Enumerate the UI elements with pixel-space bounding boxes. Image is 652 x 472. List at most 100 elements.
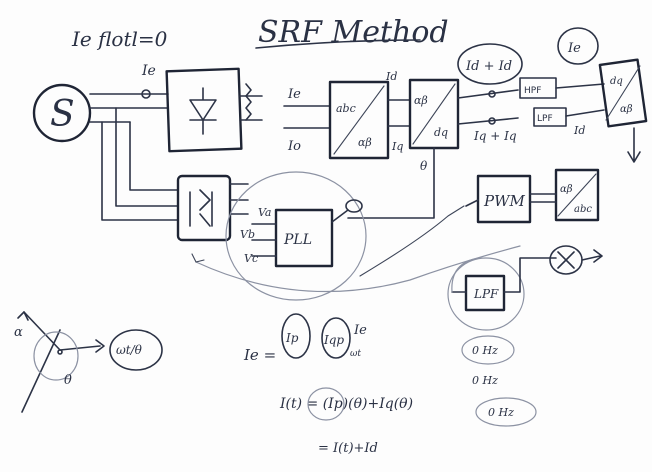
label-id-ref: Id: [573, 124, 585, 137]
wt-bubble: [109, 329, 163, 371]
rectifier-output: [239, 95, 263, 121]
dq-ab-top: dq: [610, 76, 623, 87]
ab-label: αβ: [358, 136, 372, 149]
abc-ab-divider: [333, 85, 385, 155]
note-top: Ie flotl=0: [71, 27, 168, 51]
label-iq-sum: Iq + Iq: [473, 129, 517, 143]
freq-note-2: 0 Hz: [472, 374, 498, 387]
node-iq: [488, 117, 496, 125]
eq1-bubble-a: [281, 313, 311, 359]
pwm-out: [465, 199, 479, 207]
feed-lines: [101, 107, 179, 221]
lpf-loop-bubble: [447, 257, 525, 331]
ab-outputs: [387, 99, 411, 127]
ab-abc-divider: [557, 173, 597, 217]
multiplier-cross: [557, 251, 575, 269]
ab-abc-top: αβ: [560, 184, 573, 195]
abc-ab-block: [328, 80, 390, 160]
inverter-block: [176, 174, 232, 242]
lpf-block: [533, 107, 567, 127]
pwm-block: [476, 174, 532, 224]
ab-dq-divider: [412, 83, 456, 145]
pwm-link: [359, 205, 465, 277]
freq-note-1: 0 Hz: [472, 344, 498, 357]
axis-arrow-right: [95, 339, 105, 353]
dq-ab-block: [598, 58, 648, 128]
lpf-loop-label: LPF: [473, 287, 499, 301]
ab-abc-block: [554, 168, 600, 222]
input-ie: Ie: [287, 87, 301, 102]
ab-dq-top: αβ: [414, 94, 428, 107]
pll-va: Va: [258, 206, 272, 219]
title-underline: [255, 39, 421, 49]
filter-outputs: [555, 83, 605, 117]
source-circle: [32, 83, 92, 143]
eq1-a: Ip: [285, 331, 299, 345]
lpf-loop-block: [464, 274, 506, 312]
theta-line: [347, 147, 435, 219]
rectifier-block: [165, 67, 243, 153]
ab-abc-bottom: abc: [574, 204, 592, 215]
pll-bubble: [225, 171, 367, 301]
eq1-note: ωt: [350, 349, 361, 359]
label-id-sum: Id + Id: [465, 59, 512, 74]
eq2: I(t) = (Ip)(θ)+Iq(θ): [279, 396, 413, 412]
eq3: = I(t)+Id: [318, 441, 378, 456]
lpf-loop-lines: [451, 257, 557, 293]
hpf-label: HPF: [524, 86, 541, 96]
label-ie-top: Ie: [141, 63, 156, 79]
pll-inputs: [251, 223, 277, 257]
pll-out: [331, 209, 349, 223]
label-ib: Iq: [391, 140, 403, 153]
eq1-bubble-b: [321, 317, 351, 359]
freq-bubble-3: [475, 397, 537, 427]
pll-vb: Vb: [240, 228, 255, 241]
pwm-label: PWM: [483, 192, 526, 210]
diode-icon: [189, 87, 217, 135]
dq-ab-divider: [605, 65, 641, 121]
axes-bubble: [33, 331, 79, 381]
input-io: Io: [287, 139, 301, 154]
pwm-to-abc: [529, 193, 557, 203]
multiplier-out-arrow: [581, 249, 603, 263]
lpf-label: LPF: [537, 114, 553, 124]
abc-label: abc: [336, 102, 356, 115]
current-sensor: [141, 89, 151, 99]
label-ia: Id: [385, 70, 397, 83]
dq-outputs: [457, 89, 519, 125]
pll-block: [274, 208, 334, 268]
pll-label: PLL: [283, 232, 312, 248]
pll-vc: Vc: [244, 252, 258, 265]
id-sum-bubble: [457, 43, 523, 85]
inverter-terminals: [229, 183, 249, 215]
axes-lines: [21, 311, 101, 413]
axis-alpha: α: [14, 325, 23, 340]
diagram-title: SRF Method: [258, 15, 449, 50]
dq-ab-bottom: αβ: [620, 104, 633, 115]
label-ie-small: Ie: [567, 41, 581, 56]
axes-origin: [57, 349, 63, 355]
ab-dq-bottom: dq: [434, 126, 448, 139]
axis-wt: ωt/θ: [116, 343, 143, 357]
pll-theta-node: [345, 199, 363, 213]
eq1-suffix: Ie: [353, 323, 367, 338]
abc-inputs: [283, 105, 331, 129]
eq1-b: Iqp: [323, 333, 344, 347]
ie-bubble: [557, 27, 599, 65]
eq1-lhs: Ie =: [243, 346, 276, 364]
lpf-loop-feed: [451, 257, 481, 293]
eq2-bubble: [307, 387, 345, 421]
theta-label: θ: [420, 159, 428, 173]
source-lines: [89, 93, 169, 123]
freq-note-3: 0 Hz: [488, 406, 514, 419]
dq-ab-arrow: [627, 127, 641, 163]
freq-bubble-1: [461, 335, 515, 365]
source-label: S: [50, 94, 75, 135]
switch-icon: [189, 189, 213, 227]
axis-arrow-up: [17, 311, 29, 321]
feedback-arrow: [191, 253, 205, 263]
node-id: [488, 90, 496, 98]
axis-theta: θ: [64, 373, 72, 388]
